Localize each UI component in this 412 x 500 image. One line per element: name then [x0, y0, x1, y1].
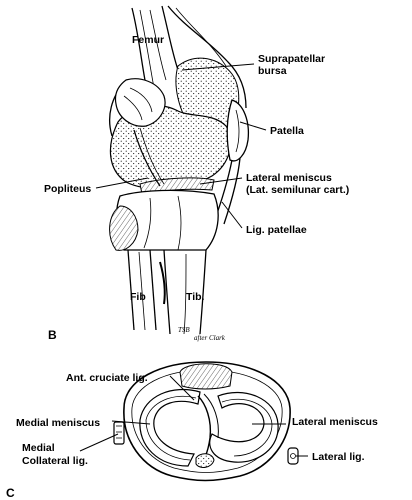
label-medial-collateral-line2: Collateral lig.: [22, 455, 88, 467]
panel-letter-b: B: [48, 328, 57, 342]
label-lateral-meniscus-c: Lateral meniscus: [292, 416, 378, 428]
patella-shape: [226, 99, 250, 162]
label-lateral-meniscus-line1: Lateral meniscus: [246, 172, 332, 184]
label-femur: Femur: [132, 34, 164, 46]
label-popliteus: Popliteus: [44, 183, 91, 195]
signature-line1: TSB: [178, 326, 190, 334]
label-medial-collateral-line1: Medial: [22, 442, 55, 454]
panel-letter-c: C: [6, 486, 15, 500]
label-suprapatellar-line1: Suprapatellar: [258, 53, 325, 65]
label-tib: Tib.: [186, 291, 205, 303]
label-patella: Patella: [270, 125, 304, 137]
label-ant-cruciate: Ant. cruciate lig.: [66, 372, 148, 384]
lateral-meniscus-shape: [209, 391, 279, 463]
panel-b-drawing: [95, 5, 267, 335]
label-medial-meniscus: Medial meniscus: [16, 417, 100, 429]
label-suprapatellar-line2: bursa: [258, 65, 287, 77]
panel-c-drawing: [79, 361, 308, 482]
label-lateral-meniscus-line2: (Lat. semilunar cart.): [246, 184, 349, 196]
signature-line2: after Clark: [194, 334, 226, 342]
medial-meniscus-shape: [139, 388, 201, 467]
label-lig-patellae: Lig. patellae: [246, 224, 307, 236]
label-fib: Fib: [130, 291, 146, 303]
label-lateral-lig: Lateral lig.: [312, 451, 365, 463]
